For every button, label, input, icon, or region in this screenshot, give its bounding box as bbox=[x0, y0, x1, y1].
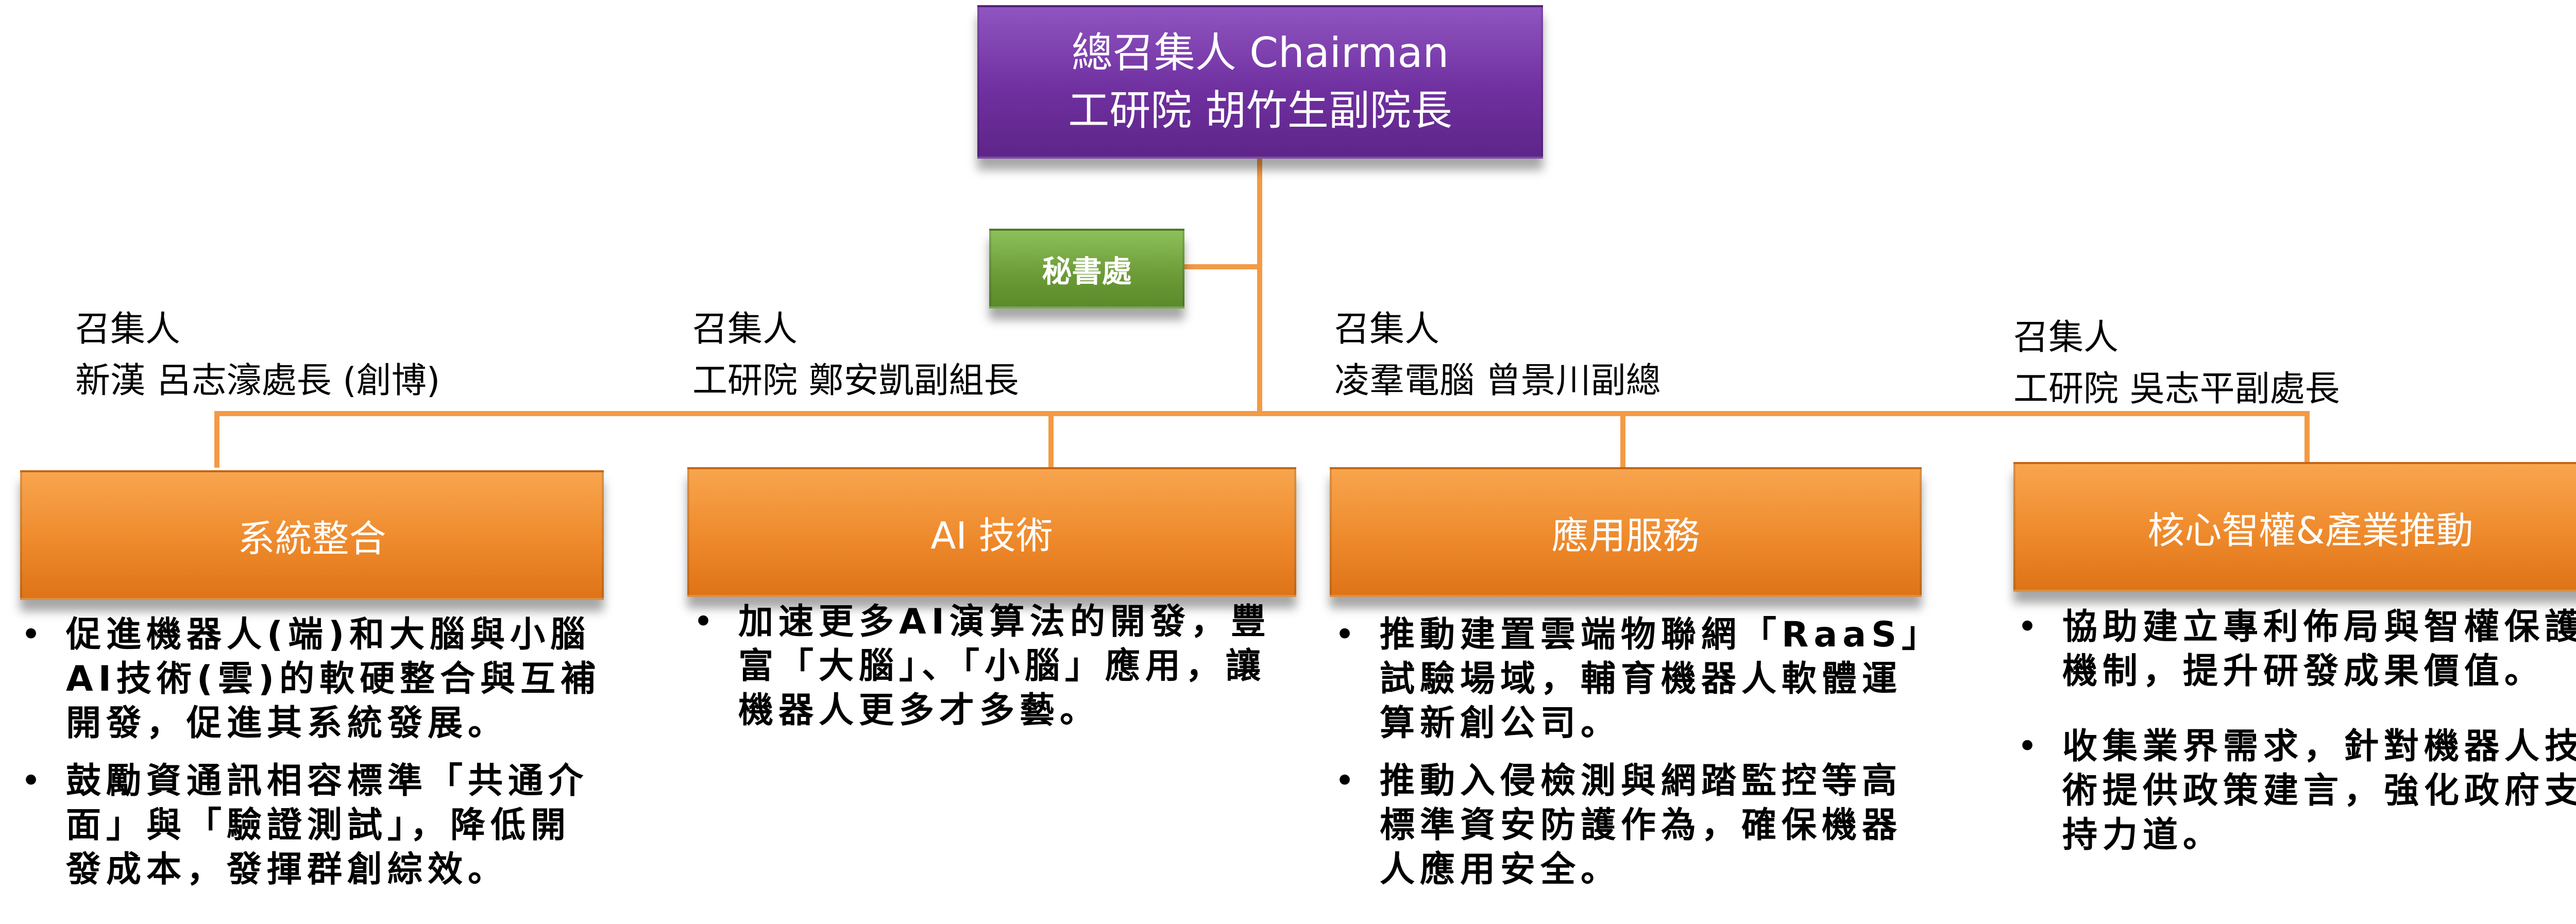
convener-title: 召集人 bbox=[1334, 309, 1440, 350]
bullet-text: 加速更多AI演算法的開發，豐富「大腦」、「小腦」應用，讓機器人更多才多藝。 bbox=[738, 602, 1271, 731]
convener-3: 召集人 凌羣電腦 曾景川副總 bbox=[1334, 304, 1661, 407]
group-box-system-integration: 系統整合 bbox=[20, 470, 604, 600]
bullet-list-2: • 加速更多AI演算法的開發，豐富「大腦」、「小腦」應用，讓機器人更多才多藝。 bbox=[693, 600, 1296, 746]
bullet-text: 推動入侵檢測與網踏監控等高標準資安防護作為，確保機器人應用安全。 bbox=[1380, 761, 1903, 890]
connector-trunk bbox=[1257, 155, 1262, 416]
connector-drop-4 bbox=[2304, 411, 2310, 463]
chairman-name: 工研院 胡竹生副院長 bbox=[1068, 87, 1452, 134]
chairman-title: 總召集人 Chairman bbox=[1071, 29, 1449, 77]
bullet-text: 協助建立專利佈局與智權保護機制，提升研發成果價值。 bbox=[2062, 607, 2576, 692]
bullet-text: 收集業界需求，針對機器人技術提供政策建言，強化政府支持力道。 bbox=[2062, 726, 2576, 855]
convener-name: 凌羣電腦 曾景川副總 bbox=[1334, 361, 1661, 401]
group-name: 系統整合 bbox=[238, 517, 386, 560]
convener-title: 召集人 bbox=[2013, 317, 2119, 358]
bullet-text: 推動建置雲端物聯網「RaaS」試驗場域，輔育機器人軟體運算新創公司。 bbox=[1380, 614, 1925, 744]
convener-name: 工研院 吳志平副處長 bbox=[2013, 369, 2340, 409]
convener-name: 工研院 鄭安凱副組長 bbox=[692, 361, 1019, 401]
bullet-icon: • bbox=[693, 602, 719, 642]
convener-name: 新漢 呂志濠處長 (創博) bbox=[75, 361, 440, 401]
list-item: • 促進機器人(端)和大腦與小腦AI技術(雲)的軟硬整合與互補開發，促進其系統發展… bbox=[21, 613, 608, 746]
convener-1: 召集人 新漢 呂志濠處長 (創博) bbox=[75, 304, 440, 407]
bullet-icon: • bbox=[21, 614, 47, 655]
group-name: 應用服務 bbox=[1551, 514, 1700, 557]
list-item: • 鼓勵資通訊相容標準「共通介面」與「驗證測試」，降低開發成本，發揮群創綜效。 bbox=[21, 759, 608, 892]
group-box-ip-industry: 核心智權&產業推動 bbox=[2013, 462, 2576, 592]
convener-title: 召集人 bbox=[692, 309, 798, 350]
group-box-ai-technology: AI 技術 bbox=[687, 467, 1296, 597]
secretariat-box: 秘書處 bbox=[989, 229, 1184, 309]
bullet-icon: • bbox=[2017, 607, 2043, 647]
bullet-icon: • bbox=[1334, 761, 1361, 801]
secretariat-label: 秘書處 bbox=[1042, 253, 1132, 289]
bullet-text: 促進機器人(端)和大腦與小腦AI技術(雲)的軟硬整合與互補開發，促進其系統發展。 bbox=[66, 614, 601, 744]
bullet-list-3: • 推動建置雲端物聯網「RaaS」試驗場域，輔育機器人軟體運算新創公司。 • 推動入… bbox=[1334, 613, 1927, 905]
list-item: • 推動入侵檢測與網踏監控等高標準資安防護作為，確保機器人應用安全。 bbox=[1334, 759, 1927, 892]
bullet-list-1: • 促進機器人(端)和大腦與小腦AI技術(雲)的軟硬整合與互補開發，促進其系統發展… bbox=[21, 613, 608, 905]
list-item: • 收集業界需求，針對機器人技術提供政策建言，強化政府支持力道。 bbox=[2017, 725, 2576, 858]
group-box-application-services: 應用服務 bbox=[1330, 467, 1922, 597]
connector-horizontal bbox=[214, 411, 2310, 416]
bullet-icon: • bbox=[1334, 614, 1361, 655]
bullet-list-4: • 協助建立專利佈局與智權保護機制，提升研發成果價值。 • 收集業界需求，針對機器人… bbox=[2017, 605, 2576, 871]
convener-4: 召集人 工研院 吳志平副處長 bbox=[2013, 312, 2340, 415]
bullet-icon: • bbox=[21, 761, 47, 801]
convener-title: 召集人 bbox=[75, 309, 181, 350]
bullet-icon: • bbox=[2017, 726, 2043, 767]
list-item: • 推動建置雲端物聯網「RaaS」試驗場域，輔育機器人軟體運算新創公司。 bbox=[1334, 613, 1927, 746]
list-item: • 協助建立專利佈局與智權保護機制，提升研發成果價值。 bbox=[2017, 605, 2576, 694]
connector-drop-1 bbox=[214, 411, 219, 468]
chairman-box: 總召集人 Chairman 工研院 胡竹生副院長 bbox=[977, 5, 1543, 159]
group-name: 核心智權&產業推動 bbox=[2147, 508, 2473, 552]
bullet-text: 鼓勵資通訊相容標準「共通介面」與「驗證測試」，降低開發成本，發揮群創綜效。 bbox=[66, 761, 589, 890]
connector-drop-2 bbox=[1048, 411, 1054, 468]
connector-secretariat bbox=[1184, 264, 1260, 269]
group-name: AI 技術 bbox=[930, 514, 1053, 557]
connector-drop-3 bbox=[1620, 411, 1625, 468]
convener-2: 召集人 工研院 鄭安凱副組長 bbox=[692, 304, 1019, 407]
list-item: • 加速更多AI演算法的開發，豐富「大腦」、「小腦」應用，讓機器人更多才多藝。 bbox=[693, 600, 1296, 733]
